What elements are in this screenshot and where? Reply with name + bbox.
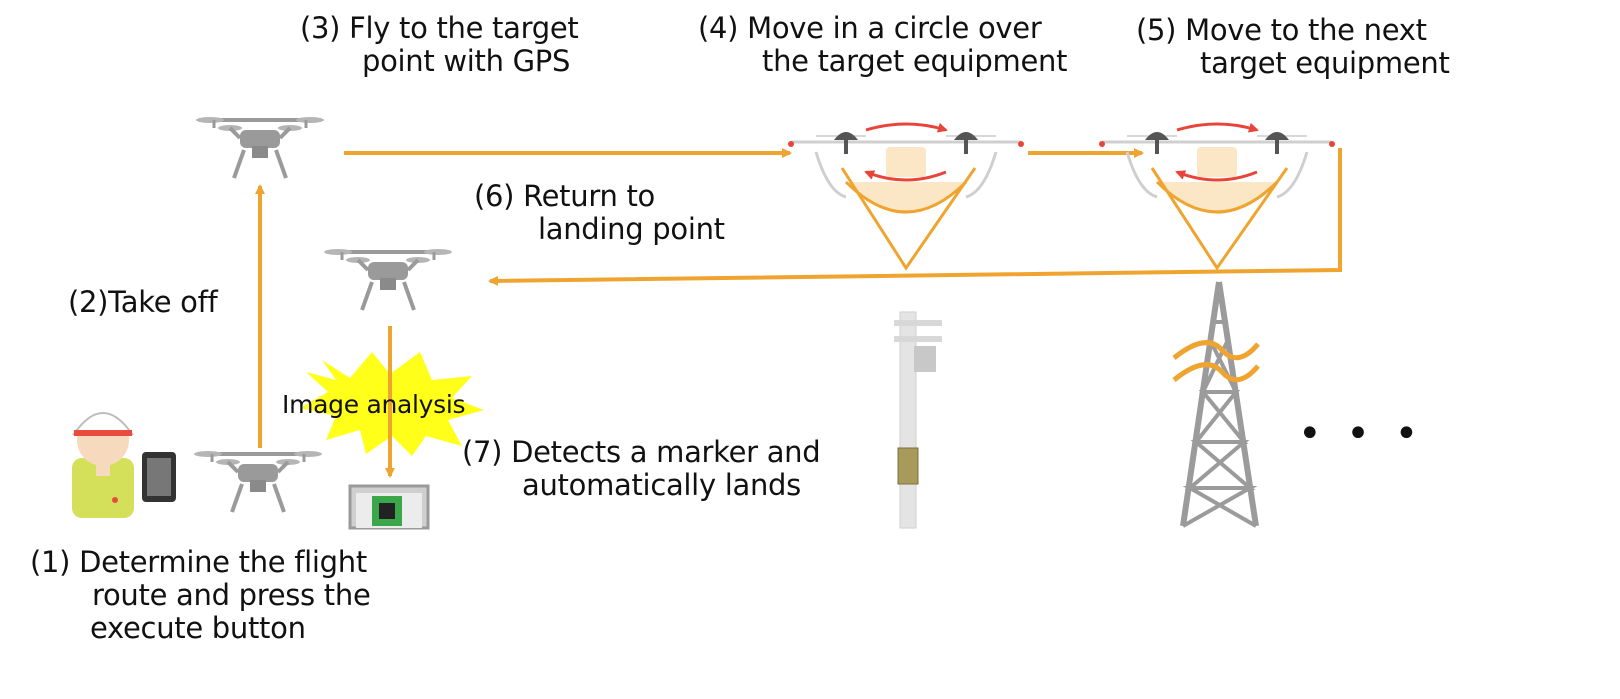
transmission-tower-icon [1180,281,1259,528]
step-2-label: (2)Take off [68,285,218,319]
drone-return-icon [322,247,454,312]
step-5-label: (5) Move to the next target equipment [1136,13,1450,80]
image-analysis-label: Image analysis [282,390,466,419]
return-arrow [488,148,1342,286]
wire-icon-2 [1172,362,1260,383]
ellipsis-more: • • • [1298,411,1425,457]
step-4-label: (4) Move in a circle over the target equ… [698,11,1068,78]
step-3-label: (3) Fly to the target point with GPS [300,11,579,78]
wire-icon [1172,340,1260,361]
camera-view-1 [840,167,977,271]
camera-view-2 [1150,167,1289,271]
step-1-label: (1) Determine the flight route and press… [30,545,371,645]
utility-pole-icon [894,311,942,529]
monitor-icon [348,484,430,530]
tablet-icon [142,452,176,502]
circle-drone-1-icon [788,124,1024,212]
operator-icon [72,412,134,518]
circle-drone-2-icon [1099,124,1335,212]
step-6-label: (6) Return to landing point [474,179,725,246]
drone-ground-icon [192,449,324,514]
step-7-label: (7) Detects a marker and automatically l… [462,435,821,502]
drone-flying-icon [194,115,326,180]
